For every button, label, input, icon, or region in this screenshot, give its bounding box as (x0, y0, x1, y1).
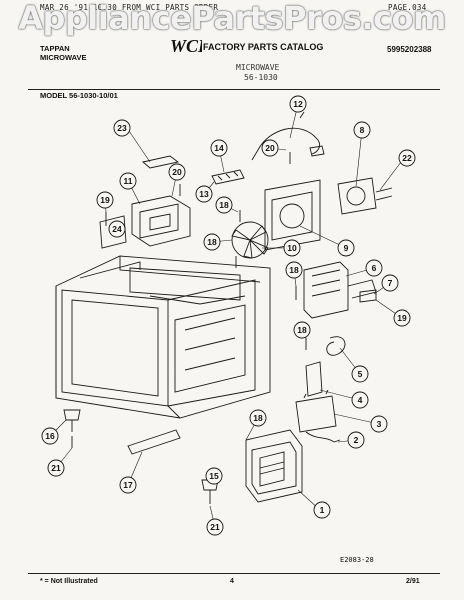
footer-date: 2/91 (406, 578, 420, 585)
callout-7-label: 7 (388, 278, 393, 288)
model-label: MODEL 56-1030-10/01 (40, 91, 118, 100)
callout-19a-label: 19 (100, 195, 110, 205)
thermal-7 (359, 289, 377, 303)
callout-17 (119, 476, 137, 494)
callout-8 (353, 121, 371, 139)
callout-12 (289, 95, 307, 113)
callout-5 (351, 365, 369, 383)
callout-22-label: 22 (402, 153, 412, 163)
callout-18a (215, 196, 233, 214)
callout-18a-label: 18 (219, 200, 229, 210)
power-cord-12 (251, 111, 321, 161)
diode-4 (305, 361, 323, 397)
callout-1 (313, 501, 331, 519)
catalog-title: FACTORY PARTS CATALOG (203, 42, 324, 52)
callout-15-label: 15 (209, 471, 219, 481)
callout-18d-label: 18 (297, 325, 307, 335)
brand-line-1: TAPPAN (40, 44, 70, 53)
callout-23 (113, 119, 131, 137)
callout-18c (285, 261, 303, 279)
callout-18d (293, 321, 311, 339)
harness-5 (326, 336, 346, 356)
callout-10-label: 10 (287, 243, 297, 253)
motor-8 (337, 177, 393, 215)
callout-21b (47, 459, 65, 477)
fan-blade-10 (231, 221, 269, 259)
callout-23-label: 23 (117, 123, 127, 133)
catalog-model: 56-1030 (244, 73, 278, 82)
appliance-type: MICROWAVE (236, 63, 280, 72)
callout-4 (351, 391, 369, 409)
callout-19b-label: 19 (397, 313, 407, 323)
callout-2-label: 2 (354, 435, 359, 445)
callout-13 (195, 185, 213, 203)
bracket-24 (99, 215, 127, 249)
callouts (41, 95, 416, 536)
callout-9-label: 9 (344, 243, 349, 253)
callout-10 (283, 239, 301, 257)
transformer-1 (245, 429, 303, 503)
callout-22 (398, 149, 416, 167)
callout-11-label: 11 (124, 176, 133, 186)
callout-1-label: 1 (320, 505, 325, 515)
magnetron-6 (303, 261, 377, 319)
callout-21a (206, 518, 224, 536)
callout-3 (370, 415, 388, 433)
footer-rule (28, 573, 440, 574)
brand-line-2: MICROWAVE (40, 53, 87, 62)
callout-16 (41, 427, 59, 445)
fax-header-right: PAGE.034 (388, 3, 427, 12)
callout-24-label: 24 (112, 224, 122, 234)
callout-20a-label: 20 (265, 143, 275, 153)
header-rule (28, 89, 440, 90)
callout-24 (108, 220, 126, 238)
cabinet-frame (55, 255, 271, 419)
callout-15 (205, 467, 223, 485)
drawing-code: E2083-28 (340, 556, 374, 564)
foot-16 (63, 409, 81, 432)
callout-18c-label: 18 (289, 265, 299, 275)
callout-5-label: 5 (358, 369, 363, 379)
callout-20a (261, 139, 279, 157)
callout-4-label: 4 (358, 395, 363, 405)
callout-2 (347, 431, 365, 449)
fax-header-left: MAR 26 '91 10:30 FROM WCI PARTS ORDER (40, 3, 219, 12)
callout-21b-label: 21 (51, 463, 61, 473)
callout-14 (210, 139, 228, 157)
gasket-23 (142, 155, 180, 169)
callout-20b-label: 20 (172, 167, 182, 177)
wci-logo-text: WCI (170, 36, 202, 56)
callout-3-label: 3 (377, 419, 382, 429)
capacitor-3 (295, 389, 337, 433)
callout-13-label: 13 (199, 189, 209, 199)
callout-18e-label: 18 (253, 413, 263, 423)
callout-11 (119, 172, 137, 190)
callout-6 (365, 259, 383, 277)
wci-logo: WCI (168, 36, 206, 56)
callout-12-label: 12 (293, 99, 303, 109)
callout-6-label: 6 (372, 263, 377, 273)
callout-7 (381, 274, 399, 292)
callout-19b (393, 309, 411, 327)
wire-2 (305, 431, 341, 443)
callout-8-label: 8 (360, 125, 365, 135)
callout-14-label: 14 (214, 143, 224, 153)
fan-bracket-9 (264, 179, 321, 251)
footer-page: 4 (230, 578, 234, 585)
part-number: 5995202388 (387, 45, 432, 54)
callout-19a (96, 191, 114, 209)
callout-21a-label: 21 (210, 522, 220, 532)
footer-legend: * = Not Illustrated (40, 578, 98, 585)
callout-16-label: 16 (45, 431, 55, 441)
light-bracket-17 (127, 429, 181, 455)
callout-20b (168, 163, 186, 181)
callout-18b (203, 233, 221, 251)
callout-18e (249, 409, 267, 427)
callout-18b-label: 18 (207, 237, 217, 247)
harness-14 (211, 169, 245, 185)
stirrer-cover (131, 195, 191, 247)
callout-17-label: 17 (123, 480, 133, 490)
callout-9 (337, 239, 355, 257)
